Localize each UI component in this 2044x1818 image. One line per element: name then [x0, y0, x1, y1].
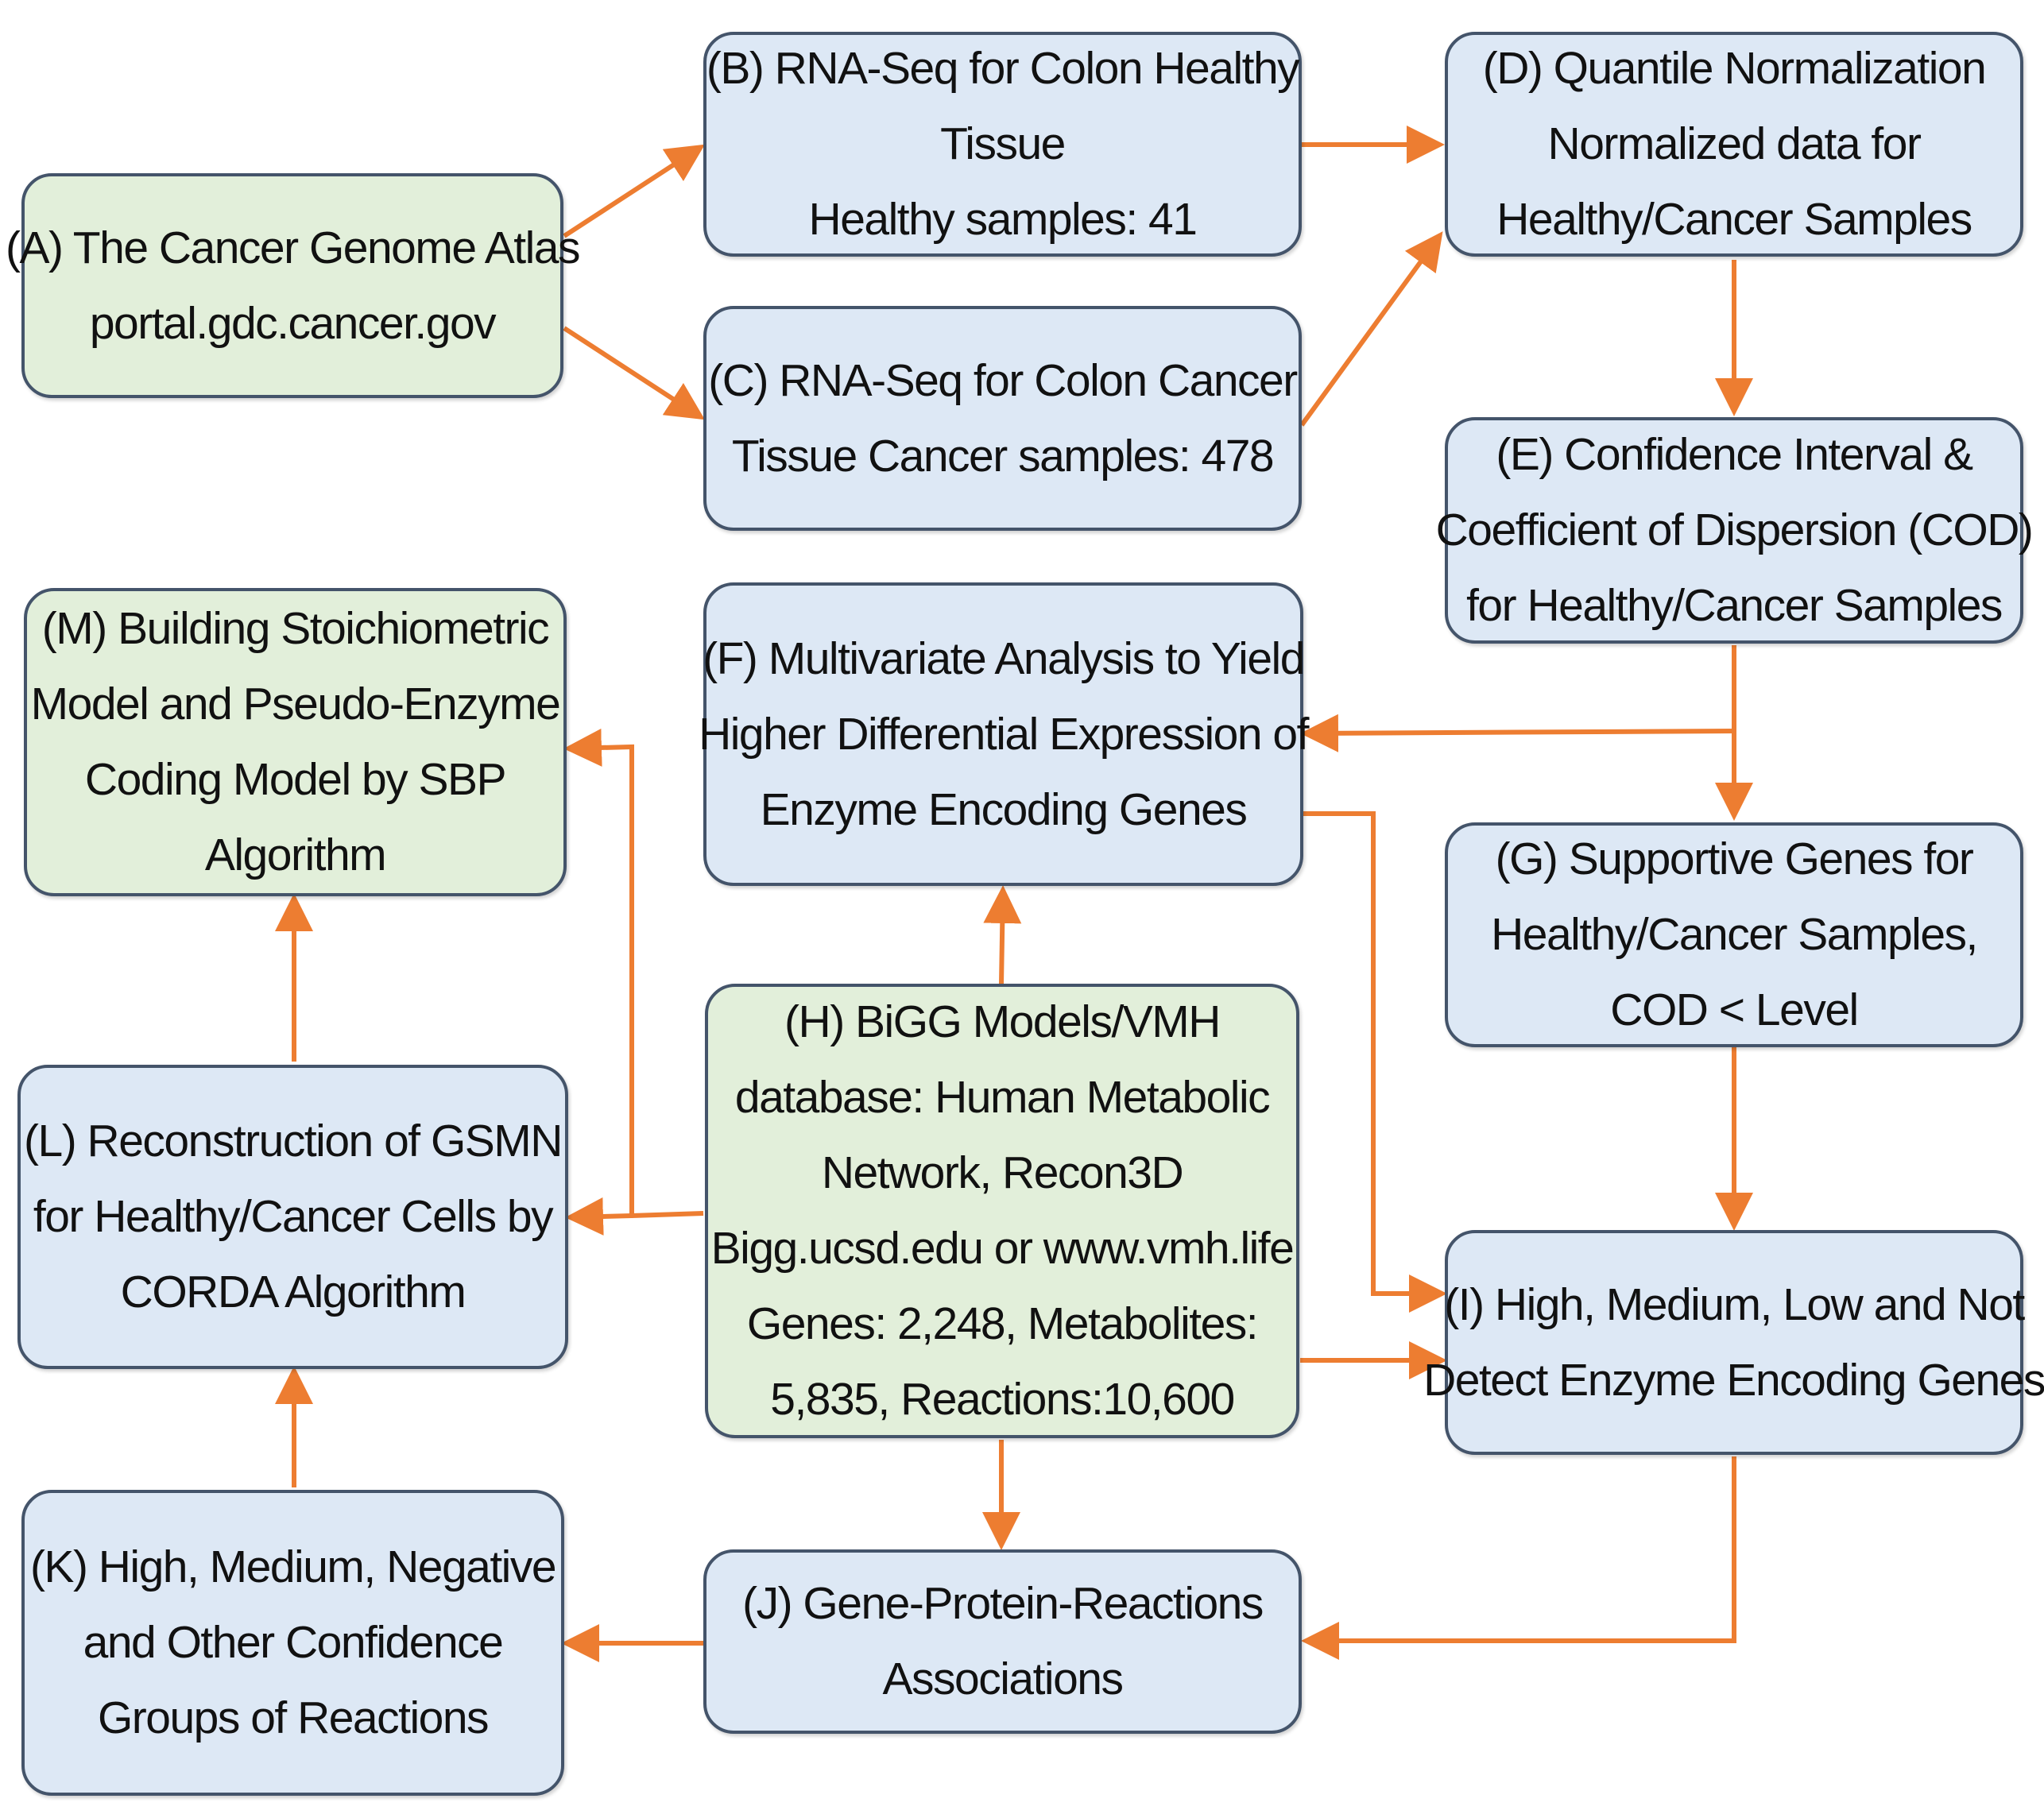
- node-l-reconstruction-gsmn: (L) Reconstruction of GSMN for Healthy/C…: [17, 1065, 568, 1369]
- node-e-confidence-interval: (E) Confidence Interval & Coefficient of…: [1436, 417, 2034, 644]
- node-h-line-2: database: Human Metabolic: [734, 1072, 1271, 1123]
- node-d-line-1: (D) Quantile Normalization: [1482, 43, 1987, 94]
- node-h-line-6: 5,835, Reactions:10,600: [770, 1374, 1235, 1425]
- node-i-enzyme-encoding-genes: (I) High, Medium, Low and Not Detect Enz…: [1423, 1230, 2044, 1455]
- node-h-line-4: Bigg.ucsd.edu or www.vmh.life: [710, 1223, 1295, 1274]
- node-i-line-2: Detect Enzyme Encoding Genes: [1423, 1354, 2044, 1406]
- node-h-bigg-models: (H) BiGG Models/VMH database: Human Meta…: [705, 984, 1299, 1438]
- node-m-line-4: Algorithm: [204, 830, 387, 880]
- node-k-line-1: (K) High, Medium, Negative: [29, 1541, 557, 1592]
- node-k-line-2: and Other Confidence: [83, 1617, 504, 1668]
- node-e-line-1: (E) Confidence Interval &: [1496, 429, 1973, 480]
- node-b-line-3: Healthy samples: 41: [808, 194, 1198, 245]
- arrow-h-to-l: [565, 1197, 704, 1236]
- node-j-line-2: Associations: [882, 1654, 1125, 1704]
- node-i-line-1: (I) High, Medium, Low and Not: [1444, 1278, 2025, 1330]
- node-j-line-1: (J) Gene-Protein-Reactions: [742, 1578, 1264, 1629]
- node-b-line-1: (B) RNA-Seq for Colon Healthy: [706, 43, 1300, 94]
- arrow-e-to-f: [1300, 714, 1735, 752]
- arrow-h-to-f: [983, 885, 1022, 984]
- node-g-line-1: (G) Supportive Genes for: [1495, 834, 1974, 884]
- arrow-f-to-i: [1303, 811, 1447, 1313]
- node-g-line-3: COD < Level: [1610, 984, 1859, 1035]
- node-d-line-2: Normalized data for: [1547, 118, 1922, 169]
- arrow-a-to-b: [563, 144, 706, 238]
- node-l-line-2: for Healthy/Cancer Cells by: [33, 1191, 554, 1242]
- node-d-quantile-normalization: (D) Quantile Normalization Normalized da…: [1445, 32, 2023, 257]
- node-b-rna-seq-healthy: (B) RNA-Seq for Colon Healthy Tissue Hea…: [703, 32, 1302, 257]
- node-m-line-2: Model and Pseudo-Enzyme: [30, 679, 561, 729]
- node-k-confidence-groups: (K) High, Medium, Negative and Other Con…: [21, 1490, 564, 1796]
- node-h-line-3: Network, Recon3D: [821, 1147, 1184, 1198]
- node-f-line-3: Enzyme Encoding Genes: [760, 783, 1248, 835]
- node-c-rna-seq-cancer: (C) RNA-Seq for Colon Cancer Tissue Canc…: [703, 306, 1302, 531]
- node-f-multivariate-analysis: (F) Multivariate Analysis to Yield Highe…: [699, 582, 1309, 886]
- node-m-line-1: (M) Building Stoichiometric: [41, 603, 550, 654]
- node-d-line-3: Healthy/Cancer Samples: [1496, 194, 1972, 245]
- node-l-line-3: CORDA Algorithm: [120, 1267, 466, 1317]
- node-b-line-2: Tissue: [940, 118, 1066, 169]
- node-j-gene-protein-reactions: (J) Gene-Protein-Reactions Associations: [703, 1549, 1302, 1734]
- node-h-line-1: (H) BiGG Models/VMH: [784, 996, 1221, 1047]
- node-c-line-2: Tissue Cancer samples: 478: [731, 430, 1275, 482]
- node-a-line-1: (A) The Cancer Genome Atlas: [6, 222, 580, 273]
- arrow-a-to-c: [563, 326, 706, 420]
- node-h-line-5: Genes: 2,248, Metabolites:: [746, 1298, 1259, 1349]
- node-g-supportive-genes: (G) Supportive Genes for Healthy/Cancer …: [1445, 822, 2023, 1047]
- node-k-line-3: Groups of Reactions: [97, 1692, 490, 1743]
- node-f-line-1: (F) Multivariate Analysis to Yield: [703, 632, 1305, 684]
- arrow-c-to-d: [1299, 231, 1443, 427]
- node-a-line-2: portal.gdc.cancer.gov: [89, 297, 497, 349]
- node-c-line-1: (C) RNA-Seq for Colon Cancer: [708, 354, 1298, 406]
- node-a-cancer-genome-atlas: (A) The Cancer Genome Atlas portal.gdc.c…: [6, 173, 580, 398]
- node-e-line-2: Coefficient of Dispersion (COD): [1435, 505, 2034, 555]
- node-e-line-3: for Healthy/Cancer Samples: [1466, 580, 2003, 631]
- node-l-line-1: (L) Reconstruction of GSMN: [24, 1116, 563, 1166]
- node-m-line-3: Coding Model by SBP: [84, 754, 507, 805]
- node-m-stoichiometric-model: (M) Building Stoichiometric Model and Ps…: [24, 588, 567, 896]
- node-g-line-2: Healthy/Cancer Samples,: [1491, 909, 1978, 960]
- arrow-i-to-j: [1301, 1456, 1736, 1660]
- node-f-line-2: Higher Differential Expression of: [699, 708, 1309, 760]
- arrow-h-to-m: [563, 728, 634, 1216]
